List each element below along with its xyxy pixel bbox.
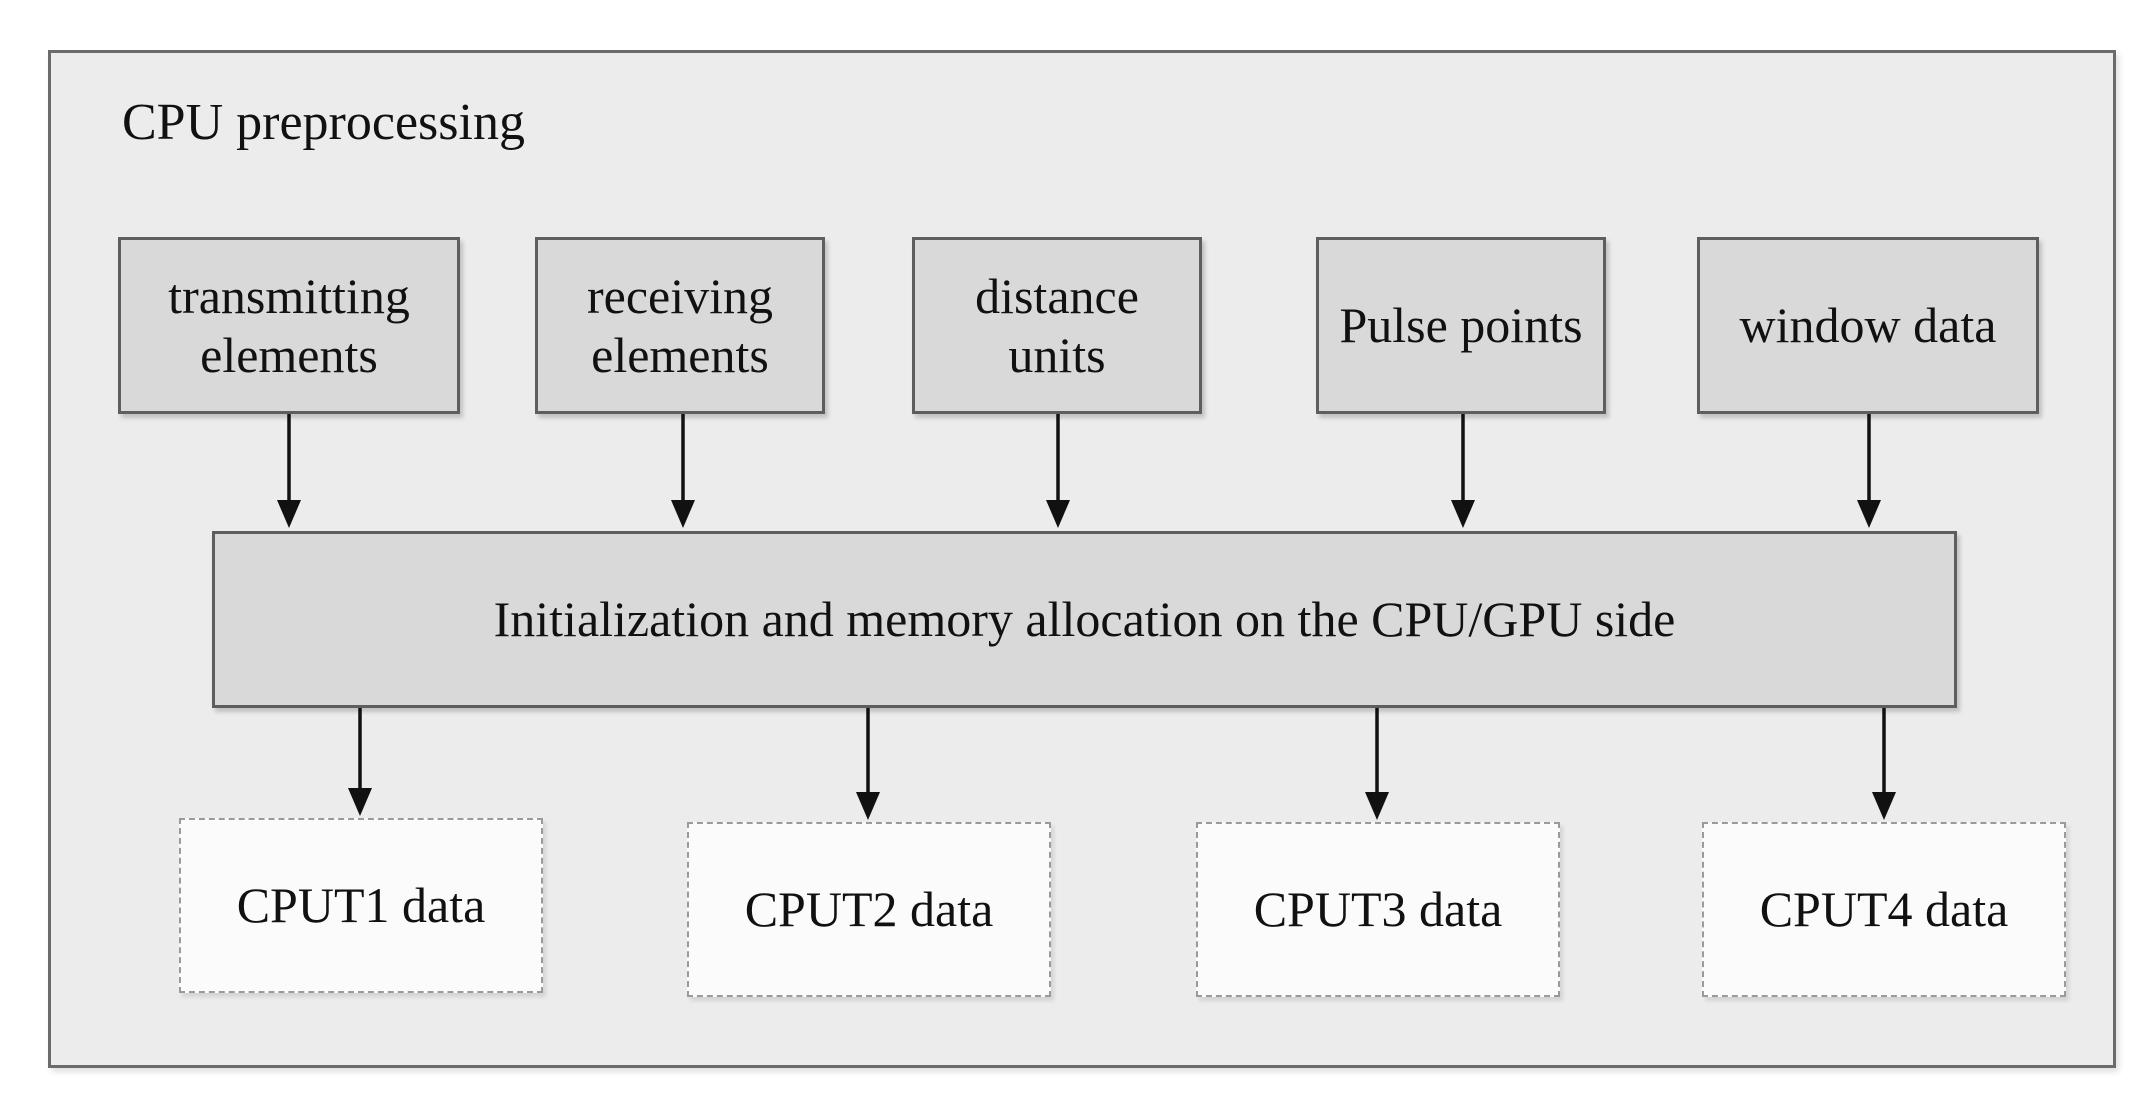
input-label-line: elements — [200, 326, 378, 383]
output-box-cput4: CPUT4 data — [1702, 822, 2066, 997]
output-label: CPUT4 data — [1759, 881, 2009, 937]
input-box-distance-units: distance units — [912, 237, 1202, 414]
input-label-line: distance — [975, 267, 1139, 324]
output-box-cput1: CPUT1 data — [179, 818, 543, 993]
output-box-cput2: CPUT2 data — [687, 822, 1051, 997]
output-label: CPUT1 data — [236, 877, 486, 933]
input-label-line: window data — [1739, 297, 1997, 353]
input-box-receiving-elements: receiving elements — [535, 237, 825, 414]
input-box-pulse-points: Pulse points — [1316, 237, 1606, 414]
input-label-line: Pulse points — [1339, 297, 1583, 353]
input-label-line: transmitting — [168, 267, 410, 324]
input-label-line: units — [1008, 326, 1106, 383]
output-label: CPUT2 data — [744, 881, 994, 937]
output-label: CPUT3 data — [1253, 881, 1503, 937]
initialization-label: Initialization and memory allocation on … — [493, 591, 1676, 647]
initialization-box: Initialization and memory allocation on … — [212, 531, 1957, 708]
input-label-line: receiving — [586, 267, 773, 324]
output-box-cput3: CPUT3 data — [1196, 822, 1560, 997]
frame-title: CPU preprocessing — [122, 94, 525, 151]
input-label-line: elements — [591, 326, 769, 383]
input-box-transmitting-elements: transmitting elements — [118, 237, 460, 414]
input-box-window-data: window data — [1697, 237, 2039, 414]
